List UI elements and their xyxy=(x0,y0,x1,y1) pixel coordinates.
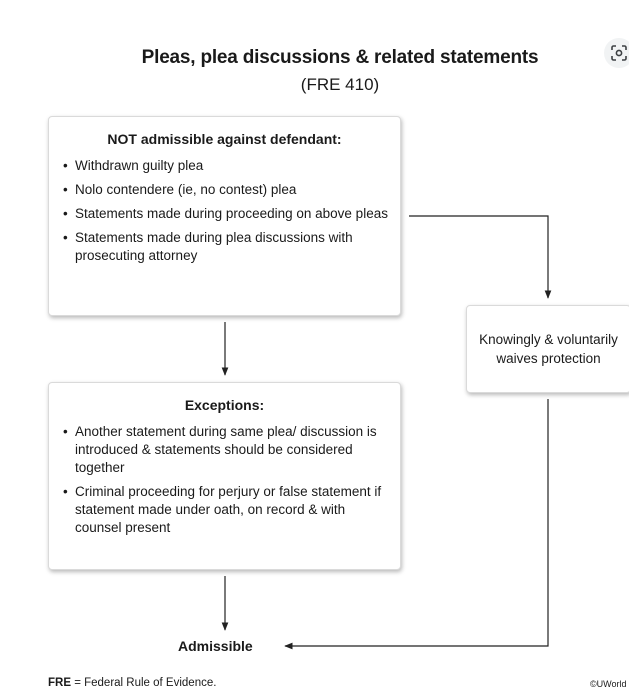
footnote-abbr: FRE xyxy=(48,677,71,689)
exceptions-heading: Exceptions: xyxy=(184,397,265,413)
list-item: Criminal proceeding for perjury or false… xyxy=(63,483,390,537)
diagram-title: Pleas, plea discussions & related statem… xyxy=(141,47,539,68)
diagram-subtitle: (FRE 410) xyxy=(300,75,380,94)
lens-search-button[interactable] xyxy=(604,38,629,68)
waiver-box: Knowingly & voluntarily waives protectio… xyxy=(466,305,629,393)
list-item: Withdrawn guilty plea xyxy=(63,157,390,175)
exceptions-box: Exceptions: Another statement during sam… xyxy=(48,382,401,570)
arrow-waiver-to-admissible xyxy=(284,399,549,650)
list-item: Nolo contendere (ie, no contest) plea xyxy=(63,181,390,199)
list-item: Statements made during proceeding on abo… xyxy=(63,205,390,223)
copyright: ©UWorld xyxy=(590,679,627,689)
not-admissible-list: Withdrawn guilty plea Nolo contendere (i… xyxy=(49,157,400,265)
exceptions-list: Another statement during same plea/ disc… xyxy=(49,423,400,537)
footnote: FRE = Federal Rule of Evidence. xyxy=(48,677,216,689)
list-item: Statements made during plea discussions … xyxy=(63,229,390,265)
google-lens-icon xyxy=(611,45,627,61)
not-admissible-heading: NOT admissible against defendant: xyxy=(107,131,342,147)
footnote-definition: = Federal Rule of Evidence. xyxy=(71,677,217,689)
waiver-text: Knowingly & voluntarily waives protectio… xyxy=(479,332,618,366)
list-item: Another statement during same plea/ disc… xyxy=(63,423,390,477)
admissible-label: Admissible xyxy=(178,638,253,654)
arrow-not-admissible-to-waiver xyxy=(409,215,552,299)
not-admissible-box: NOT admissible against defendant: Withdr… xyxy=(48,116,401,316)
